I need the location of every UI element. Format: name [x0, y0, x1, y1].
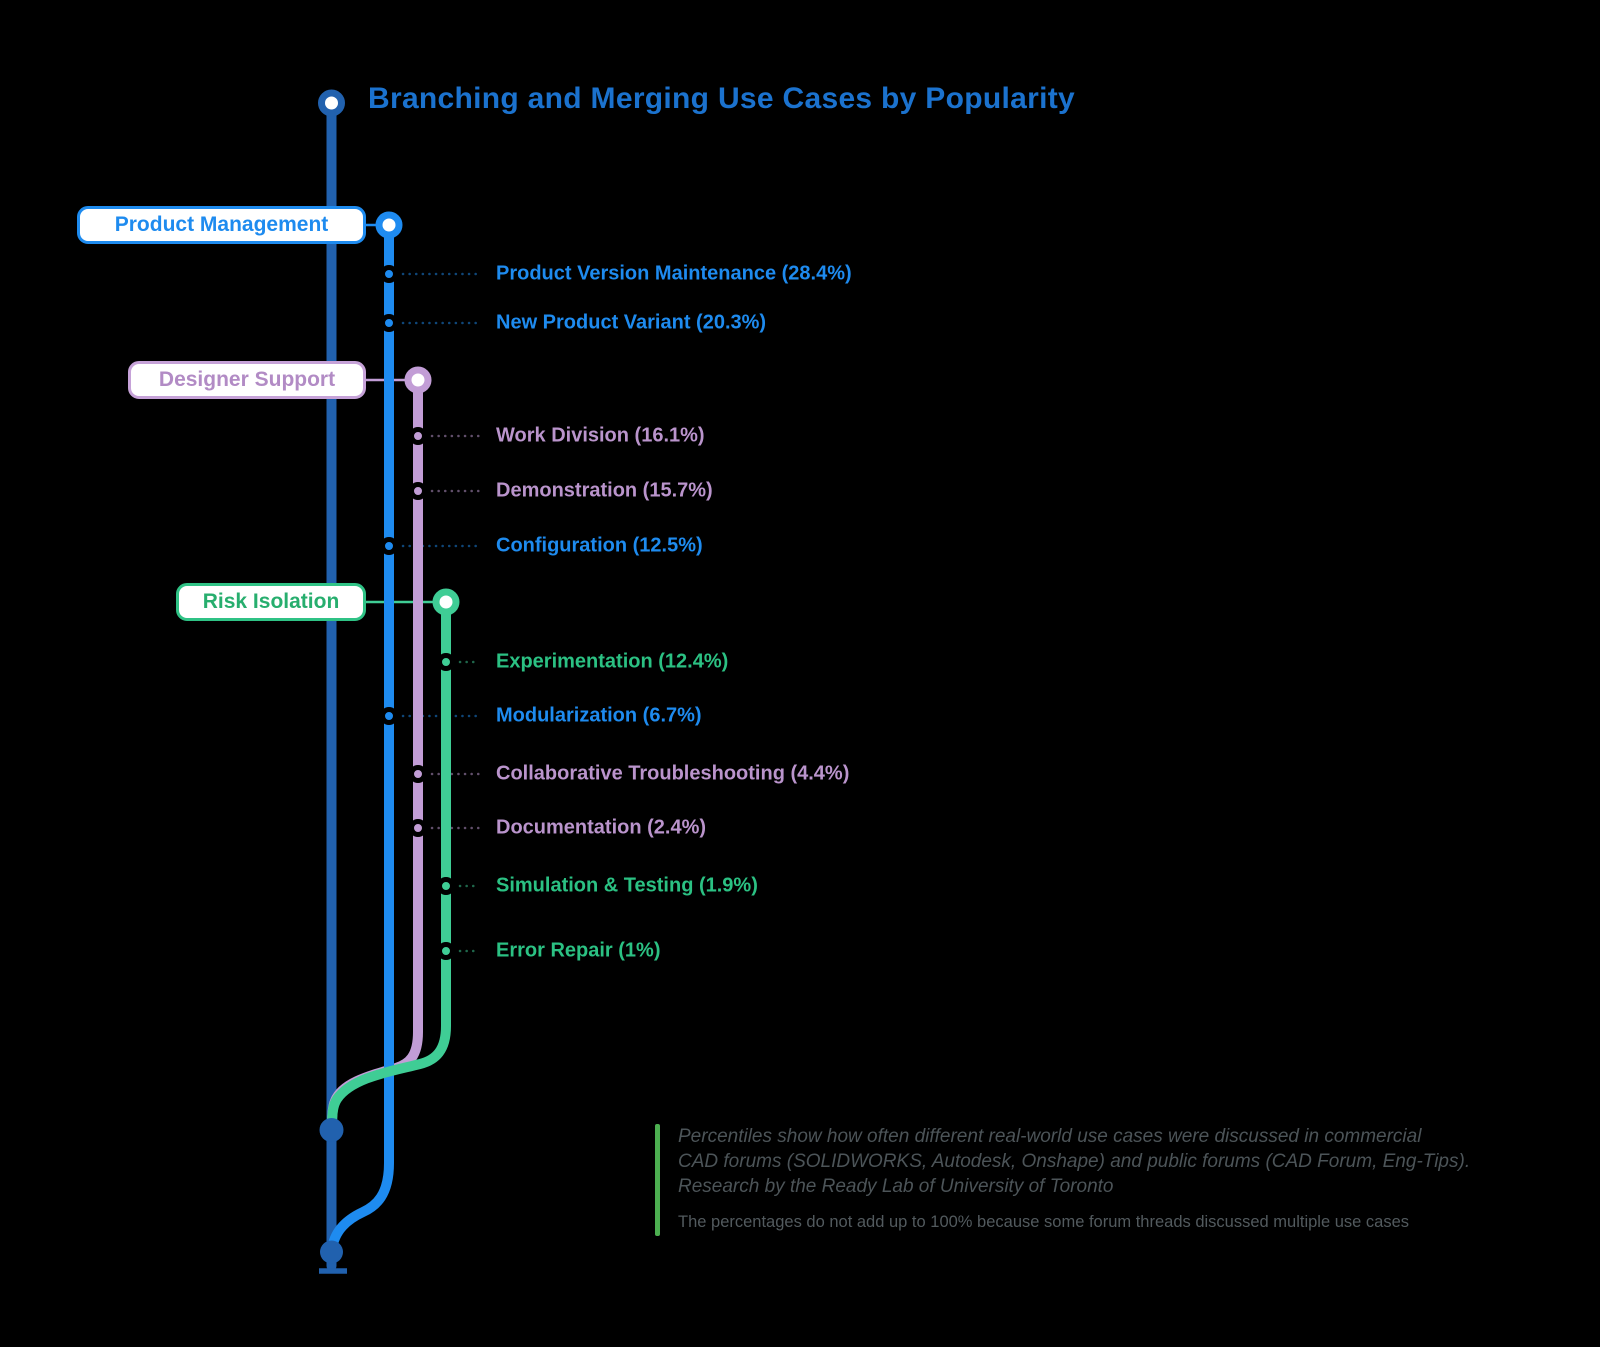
footnote-line: CAD forums (SOLIDWORKS, Autodesk, Onshap… — [678, 1151, 1471, 1172]
use-case-label: Experimentation (12.4%) — [496, 650, 729, 673]
commit-dot — [409, 819, 427, 837]
commit-dot — [380, 707, 398, 725]
use-case-label: Documentation (2.4%) — [496, 816, 707, 839]
use-case-label: Demonstration (15.7%) — [496, 479, 713, 502]
branch-label-risk-isolation: Risk Isolation — [176, 583, 366, 621]
commit-dot — [380, 537, 398, 555]
timeline-start-circle — [318, 89, 345, 117]
use-case-label: Product Version Maintenance (28.4%) — [496, 262, 852, 285]
branch-line-risk-isolation — [327, 603, 451, 1133]
commit-dot — [437, 877, 455, 895]
use-case-label: Collaborative Troubleshooting (4.4%) — [496, 762, 850, 785]
commit-dot — [409, 482, 427, 500]
footnote-line: Research by the Ready Lab of University … — [678, 1176, 1114, 1197]
branch-label-product-management: Product Management — [77, 206, 366, 244]
branch-start-circle-risk-isolation — [432, 588, 460, 616]
branch-line-product-management — [327, 226, 394, 1255]
merge-dot-branches — [319, 1118, 344, 1142]
use-case-label: Configuration (12.5%) — [496, 534, 703, 557]
branch-line-designer-support — [327, 381, 423, 1129]
branch-start-circle-product-management — [375, 211, 403, 239]
commit-dot — [437, 653, 455, 671]
commit-dot — [437, 942, 455, 960]
commit-dot — [380, 265, 398, 283]
branch-label-designer-support: Designer Support — [128, 361, 366, 399]
use-case-label: Error Repair (1%) — [496, 939, 661, 962]
branch-label-text: Risk Isolation — [202, 590, 340, 613]
commit-dot — [409, 427, 427, 445]
use-case-label: New Product Variant (20.3%) — [496, 311, 767, 334]
branch-start-circle-designer-support — [404, 366, 432, 394]
footnote-note: The percentages do not add up to 100% be… — [678, 1213, 1410, 1231]
use-case-label: Modularization (6.7%) — [496, 704, 702, 727]
branch-label-text: Product Management — [114, 213, 329, 236]
commit-dot — [409, 765, 427, 783]
commit-dots — [380, 265, 455, 960]
footnote-description: Percentiles show how often different rea… — [678, 1124, 1518, 1199]
branch-label-text: Designer Support — [158, 368, 336, 391]
use-case-label: Simulation & Testing (1.9%) — [496, 874, 758, 897]
use-case-label: Work Division (16.1%) — [496, 424, 705, 447]
footnote-accent-bar — [655, 1124, 660, 1236]
page-title: Branching and Merging Use Cases by Popul… — [368, 82, 1075, 115]
footnote-line: Percentiles show how often different rea… — [678, 1126, 1422, 1147]
merge-dot-final — [320, 1240, 343, 1264]
commit-dot — [380, 314, 398, 332]
